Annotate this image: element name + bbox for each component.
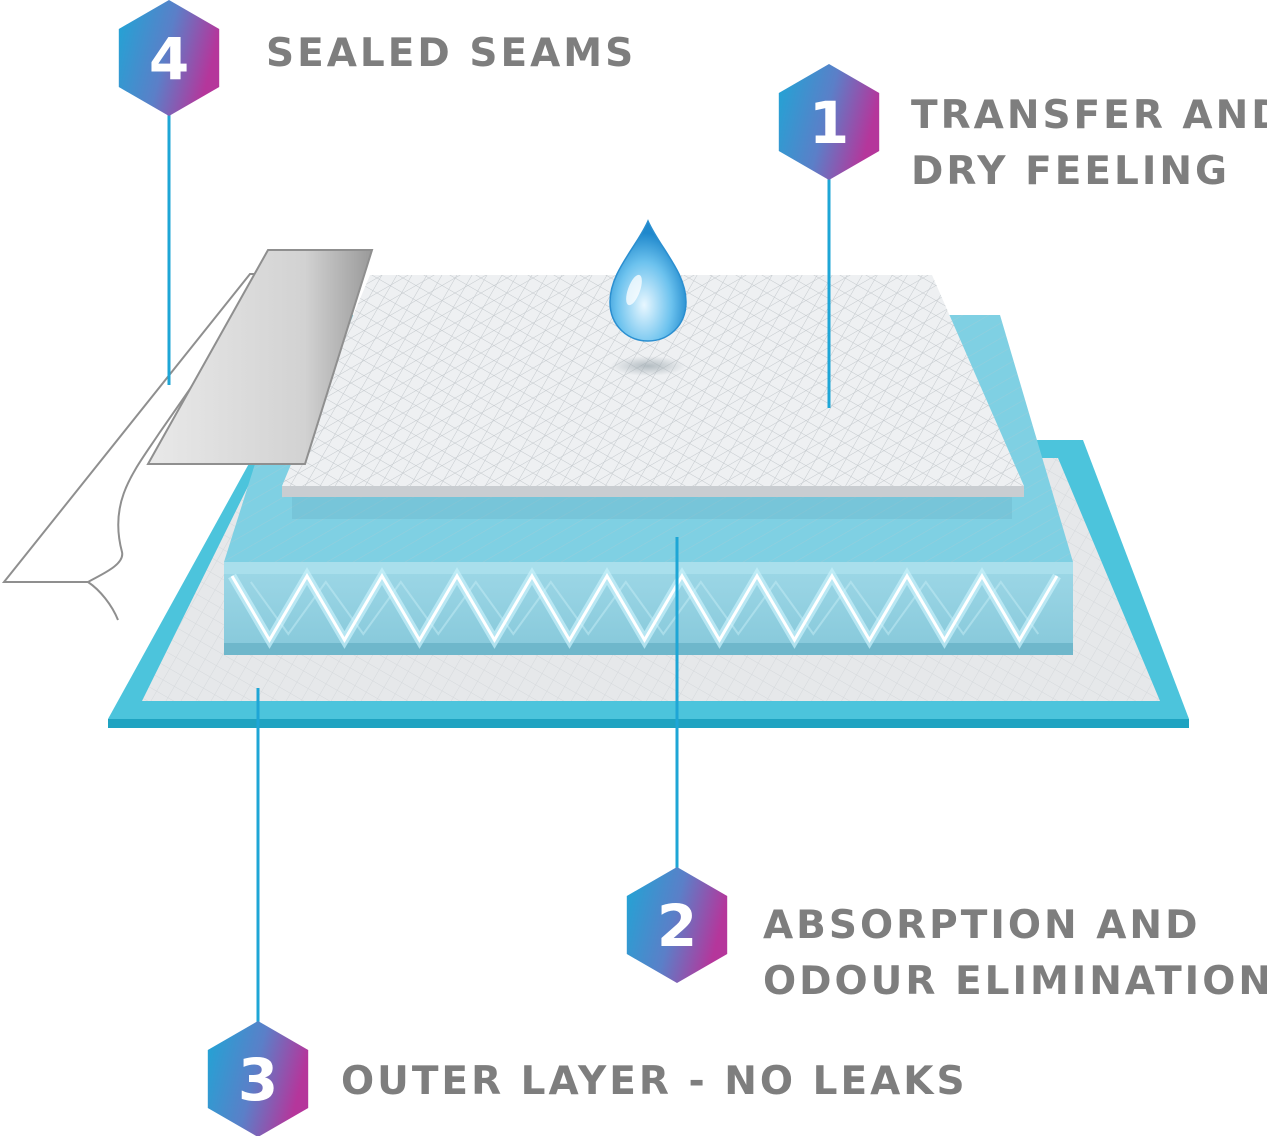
callout-label-2: ABSORPTION AND ODOUR ELIMINATION (763, 898, 1267, 1010)
badge-4: 4 (118, 0, 220, 116)
top-layer (282, 275, 1024, 519)
hexagon-icon (207, 1021, 309, 1136)
hexagon-icon (626, 867, 728, 983)
callout-label-3: OUTER LAYER - NO LEAKS (341, 1054, 968, 1110)
badge-number-2: 2 (657, 892, 697, 960)
badge-2: 2 (626, 867, 728, 983)
badge-number-3: 3 (238, 1046, 278, 1114)
callout-label-1: TRANSFER AND DRY FEELING (911, 88, 1267, 200)
callout-4-line-1: SEALED SEAMS (266, 31, 637, 76)
callout-1-line-1: TRANSFER AND (911, 93, 1267, 138)
callout-2-line-1: ABSORPTION AND (763, 903, 1201, 948)
callout-1-line-2: DRY FEELING (911, 149, 1231, 194)
callout-label-4: SEALED SEAMS (266, 26, 636, 82)
hexagon-icon (778, 64, 880, 180)
badge-3: 3 (207, 1021, 309, 1136)
water-drop-icon (609, 219, 687, 376)
absorbent-fibers (228, 567, 1061, 649)
callout-3-line-1: OUTER LAYER - NO LEAKS (341, 1059, 968, 1104)
sealed-seam-tape (1, 249, 374, 621)
badge-number-4: 4 (149, 25, 189, 93)
badge-number-1: 1 (809, 89, 849, 157)
badge-1: 1 (778, 64, 880, 180)
callout-2-line-2: ODOUR ELIMINATION (763, 959, 1267, 1004)
hexagon-icon (118, 0, 220, 116)
leader-lines (167, 90, 831, 1040)
